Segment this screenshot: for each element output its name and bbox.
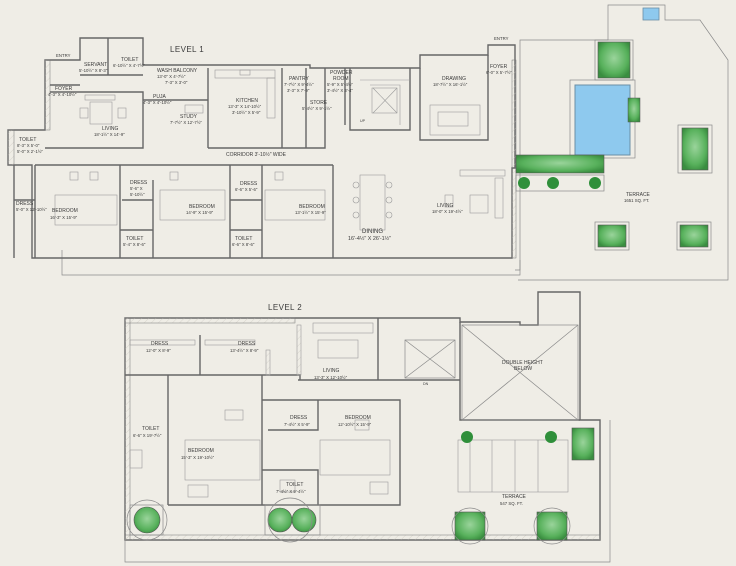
- foyer-right-name: FOYER: [490, 64, 508, 70]
- furniture-level-1: [54, 69, 506, 231]
- l2-dress-c-name: DRESS: [290, 415, 308, 421]
- l2-dress-b-name: DRESS: [238, 341, 256, 347]
- toilet-left-size2: 5'-0" X 2'-1½": [17, 149, 43, 154]
- drawing-size: 18'-7½" X 16'-1½": [433, 82, 468, 87]
- dining-size: 16'-4½" X 26'-1½": [348, 235, 391, 242]
- study-name: STUDY: [180, 114, 198, 120]
- pooja-name: PUJA: [153, 94, 166, 100]
- pantry-name: PANTRY: [289, 76, 309, 82]
- l2-bedroom-b-name: BEDROOM: [345, 415, 371, 421]
- l2-dress-c-size: 7'-4½" X 5'-9": [284, 422, 310, 427]
- swimming-pool: [574, 84, 631, 156]
- corridor-label: CORRIDOR 3'-10½" WIDE: [226, 151, 287, 158]
- l2-living-size: 13'-3" X 12'-10½": [314, 375, 348, 380]
- bedroom-b-name: BEDROOM: [189, 204, 215, 210]
- dress-c-name: DRESS: [240, 181, 258, 187]
- living-right-name: LIVING: [437, 203, 454, 209]
- lower-outline: [61, 250, 521, 276]
- l2-toilet-a-name: TOILET: [142, 426, 159, 432]
- l2-dress-a-size: 12'-0" X 8'-9": [146, 348, 171, 353]
- terrace-1-name: TERRACE: [626, 192, 651, 198]
- furniture-level-2: [129, 322, 569, 498]
- dress-c-size: 6'-6" X 5'-6": [235, 187, 258, 192]
- level-1-outer-wall: [7, 37, 516, 259]
- entry-left-label: ENTRY: [56, 53, 71, 58]
- foyer-left-name: FOYER: [55, 86, 73, 92]
- store-name: STORE: [310, 100, 328, 106]
- level-2-plan: [124, 291, 611, 563]
- l2-bedroom-b-size: 12'-10½" X 15'-9": [338, 422, 372, 427]
- toilet-top-name: TOILET: [121, 57, 138, 63]
- bedroom-a-name: BEDROOM: [52, 208, 78, 214]
- dining-name: DINING: [362, 229, 383, 235]
- double-height-line2: BELOW: [514, 366, 532, 372]
- powder-name2: ROOM: [333, 76, 349, 82]
- l2-bedroom-a-size: 15'-3" X 19'-10½": [181, 455, 215, 460]
- bedroom-c-name: BEDROOM: [299, 204, 325, 210]
- level-1-title: LEVEL 1: [170, 45, 204, 54]
- living-left-size: 18'-1½" X 14'-9": [94, 132, 125, 137]
- dress-b-size2: 5'-10½": [130, 192, 145, 197]
- double-height-line1: DOUBLE HEIGHT: [502, 360, 543, 366]
- wash-balcony-size1: 13'-0" X 4'-7½": [157, 74, 186, 79]
- bedroom-a-size: 16'-3" X 15'-9": [50, 215, 78, 220]
- pantry-size1: 7'-7½" X 9'-4½": [284, 82, 314, 87]
- pantry-size2: 3'-3" X 7'-9": [287, 88, 310, 93]
- l2-toilet-b-name: TOILET: [286, 482, 303, 488]
- toilet-top-size: 6'-10½" X 4'-7½": [113, 63, 145, 68]
- servant-name: SERVANT: [84, 62, 107, 68]
- powder-name1: POWDER: [330, 70, 353, 76]
- dress-a-name: DRESS: [16, 201, 34, 207]
- drawing-name: DRAWING: [442, 76, 466, 82]
- level-1-plan: [7, 4, 729, 281]
- planters-level-2: [126, 427, 595, 545]
- pooja-size: 4'-3" X 4'-10½": [143, 100, 172, 105]
- foyer-right-size: 6'-0" X 5'-7½": [486, 70, 512, 75]
- kitchen-size2: 3'-10½" X 5'-9": [232, 110, 261, 115]
- dress-b-name: DRESS: [130, 180, 148, 186]
- entry-right-label: ENTRY: [494, 36, 509, 41]
- toilet-c-size: 6'-6" X 8'-6": [232, 242, 255, 247]
- study-size: 7'-7½" X 12'-7½": [170, 120, 202, 125]
- double-height-void: [461, 324, 579, 421]
- dress-b-size1: 5'-6" X: [130, 186, 143, 191]
- living-right-size: 18'-0" X 19'-4½": [432, 209, 463, 214]
- terrace-outline: [515, 4, 729, 281]
- kitchen-size1: 13'-3" X 14'-10½": [228, 104, 262, 109]
- l2-living-name: LIVING: [323, 368, 340, 374]
- kitchen-name: KITCHEN: [236, 98, 258, 104]
- toilet-left-name: TOILET: [19, 137, 36, 143]
- powder-size2: 3'-4½" X 3'-4": [327, 88, 353, 93]
- stair-dn-label: DN: [423, 382, 429, 386]
- toilet-b-size: 5'-4" X 8'-6": [123, 242, 146, 247]
- bedroom-c-size: 13'-1½" X 15'-9": [295, 210, 326, 215]
- dress-a-size: 5'-0" X 12'-10½": [16, 207, 47, 212]
- terrace-1-size: 1651 SQ. FT.: [624, 198, 649, 203]
- l2-toilet-a-size: 6'-6" X 19'-7½": [133, 433, 162, 438]
- stair-up-label: UP: [360, 119, 366, 123]
- toilet-b-name: TOILET: [126, 236, 143, 242]
- l2-toilet-b-size: 7'-4½" X 9'-4½": [276, 489, 306, 494]
- wash-balcony-name: WASH BALCONY: [157, 68, 198, 74]
- l2-dress-b-size: 13'-4½" X 8'-9": [230, 348, 259, 353]
- toilet-c-name: TOILET: [235, 236, 252, 242]
- planters-level-1: [515, 39, 713, 251]
- terrace-2-name: TERRACE: [502, 494, 527, 500]
- store-size: 5'-4½" X 9'-1½": [302, 106, 332, 111]
- wash-balcony-size2: 7'-3" X 3'-0": [165, 80, 188, 85]
- foyer-left-size: 4'-3" X 4'-10½": [48, 92, 77, 97]
- terrace-2-size: 547 SQ. FT.: [500, 501, 523, 506]
- living-left-name: LIVING: [102, 126, 119, 132]
- l2-bedroom-a-name: BEDROOM: [188, 448, 214, 454]
- jacuzzi: [642, 7, 660, 21]
- servant-size: 5'-10½" X 8'-3": [79, 68, 108, 73]
- bedroom-b-size: 14'-9" X 15'-9": [186, 210, 214, 215]
- toilet-left-size1: 8'-3" X 5'-0": [17, 143, 40, 148]
- level-2-title: LEVEL 2: [268, 303, 302, 312]
- powder-size1: 5'-9" X 5'-4½": [327, 82, 353, 87]
- l2-dress-a-name: DRESS: [151, 341, 169, 347]
